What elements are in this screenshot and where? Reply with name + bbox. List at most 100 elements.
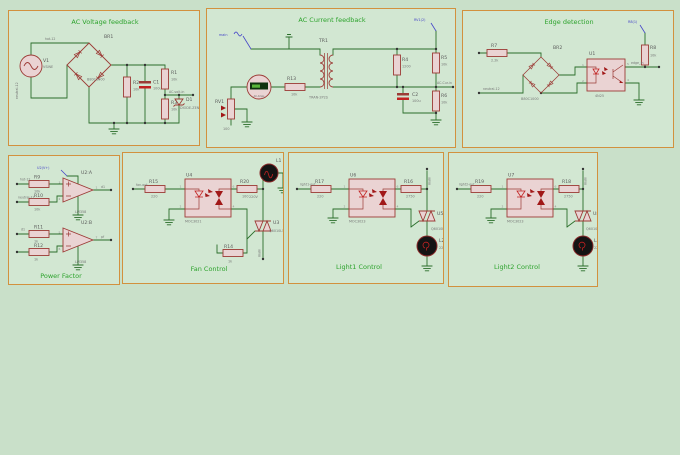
fan-lamp-l1[interactable]: L1 220V xyxy=(249,158,282,199)
u4-pin1: 1 xyxy=(180,185,182,189)
d1-val: DIODE-ZEN xyxy=(180,106,199,110)
u6-val: MOC3023 xyxy=(349,220,366,224)
wires xyxy=(477,32,661,106)
l2-ref: L2 xyxy=(439,238,443,244)
opamp-u2a[interactable]: U2:A LM358 3 2 1 xyxy=(59,170,98,214)
junction-dots xyxy=(395,47,455,115)
net-label-edge-in: edge_in xyxy=(631,61,643,65)
net-label-d1-out: d1 xyxy=(101,185,105,189)
u2b-pin7: 7 xyxy=(96,236,98,240)
optotriac-u7[interactable]: U7 MOC3023 1 2 6 4 xyxy=(502,173,557,224)
potentiometer-rv1[interactable]: RV1 100 xyxy=(215,98,235,131)
lamp-l3[interactable]: L3 22 xyxy=(572,235,597,257)
u4-pin4: 4 xyxy=(233,205,235,209)
r19-val: 220 xyxy=(477,195,483,199)
resistor-r15[interactable]: R15 220 xyxy=(144,179,166,199)
resistor-r5[interactable]: R5 10k xyxy=(432,52,448,74)
resistor-r16[interactable]: R16 2750 xyxy=(400,179,422,199)
r7-ref: R7 xyxy=(491,43,497,49)
r2-val: 10k xyxy=(133,88,139,92)
d1-ref: D1 xyxy=(186,97,193,103)
ground-icon xyxy=(577,265,589,272)
resistor-r4[interactable]: R4 1200 xyxy=(393,54,411,76)
net-label-ac-volt-in: AC-volt-in xyxy=(169,90,184,94)
resistor-r13[interactable]: R13 10k xyxy=(284,76,306,97)
triac-u5[interactable]: U5 Q6010L5 xyxy=(418,210,443,231)
ground-icon xyxy=(633,99,645,106)
r1-val: 10k xyxy=(171,78,177,82)
r11-val: 1k xyxy=(34,240,38,244)
u4-pin6: 6 xyxy=(233,185,235,189)
r10-val: 10k xyxy=(34,208,40,212)
optocoupler-u1[interactable]: U1 4N25 1 2 5 4 xyxy=(582,51,629,98)
resistor-r17[interactable]: R17 220 xyxy=(310,179,332,199)
power-label-u2: U2(V+) xyxy=(37,166,68,177)
u6-pin6: 6 xyxy=(397,185,399,189)
resistor-r10[interactable]: R10 10k xyxy=(28,193,50,212)
lamp-l2[interactable]: L2 22 xyxy=(416,235,443,257)
transformer-tr1[interactable]: TR1 TRAN-2P2S xyxy=(308,38,334,100)
resistor-r3[interactable]: R3 10k xyxy=(161,98,178,120)
resistor-r9[interactable]: R9 10k xyxy=(28,175,50,194)
opamp-u2b[interactable]: U2:B LM358 5 6 7 xyxy=(59,220,98,264)
triac-u3[interactable]: U3 Q6010L5 xyxy=(254,220,283,233)
capacitor-c2[interactable]: C2 100u xyxy=(397,92,421,103)
optotriac-u6[interactable]: U6 MOC3023 1 2 6 4 xyxy=(344,173,399,224)
bridge-rectifier-br1[interactable]: BR1 B80C1000 xyxy=(66,34,113,88)
u2a-pin3: 3 xyxy=(59,181,61,185)
u8-val: Q6010L5 xyxy=(586,227,597,231)
capacitor-c1[interactable]: C1 100u xyxy=(139,80,162,91)
tr1-val: TRAN-2P2S xyxy=(308,96,328,100)
u6-ref: U6 xyxy=(350,173,356,179)
panel-power-factor: U2(V+) R9 10k R10 10k U2:A LM358 3 2 1 R… xyxy=(8,155,120,285)
triac-u8[interactable]: U8 Q6010L5 xyxy=(574,210,597,231)
resistor-r8[interactable]: R8 10k xyxy=(641,44,657,66)
u2b-ref: U2:B xyxy=(81,220,92,226)
r8-val: 10k xyxy=(650,54,656,58)
resistor-r1[interactable]: R1 10k xyxy=(161,68,178,90)
panel-fan-control: R15 220 U4 MOC3021 1 2 6 4 R20 100 L1 22… xyxy=(122,152,284,284)
junction-dots xyxy=(295,167,429,191)
panel-light2-control: R19 220 U7 MOC3023 1 2 6 4 R18 2750 U8 Q… xyxy=(448,152,598,287)
power-label-r8: R8(1) xyxy=(628,20,646,34)
resistor-r12[interactable]: R12 1k xyxy=(28,243,50,262)
resistor-r19[interactable]: R19 220 xyxy=(470,179,492,199)
net-label-main: main xyxy=(258,249,262,257)
zener-diode-d1[interactable]: D1 DIODE-ZEN xyxy=(173,97,200,110)
resistor-r7[interactable]: R7 2.2k xyxy=(486,43,508,63)
r18-val: 2750 xyxy=(564,195,573,199)
ground-icon xyxy=(241,121,253,128)
resistor-r6[interactable]: R6 10k xyxy=(432,90,448,112)
u7-ref: U7 xyxy=(508,173,514,179)
ground-icon xyxy=(163,219,175,226)
u2a-val: LM358 xyxy=(75,210,86,214)
resistor-r20[interactable]: R20 100 xyxy=(236,179,258,199)
optotriac-u4[interactable]: U4 MOC3021 1 2 6 4 xyxy=(180,173,235,224)
panel-ac-voltage-feedback: AC Voltage feedback hot-12 neutral-12 V1… xyxy=(8,10,200,146)
r5-val: 10k xyxy=(441,63,447,67)
v1-ref: V1 xyxy=(43,58,49,64)
rv1-ref: RV1 xyxy=(215,99,224,105)
ground-icon xyxy=(485,217,497,224)
bridge-rectifier-br2[interactable]: BR2 B80C1000 xyxy=(521,45,562,101)
resistor-r14[interactable]: R14 1k xyxy=(222,244,244,264)
junction-dots xyxy=(15,182,113,254)
resistor-r11[interactable]: R11 1k xyxy=(28,225,50,244)
u3-val: Q6010L5 xyxy=(269,229,283,233)
voltage-source-v1[interactable]: V1 VSINE xyxy=(19,54,53,78)
br1-ref: BR1 xyxy=(104,34,113,40)
r12-ref: R12 xyxy=(34,243,43,249)
ground-icon xyxy=(421,265,433,272)
r1-ref: R1 xyxy=(171,70,177,76)
u6-pin4: 4 xyxy=(397,205,399,209)
u2a-ref: U2:A xyxy=(81,170,93,176)
resistor-r18[interactable]: R18 2750 xyxy=(558,179,580,199)
u7-pin2: 2 xyxy=(502,205,504,209)
ammeter[interactable]: AC Amps xyxy=(246,74,272,100)
u3-ref: U3 xyxy=(273,220,279,226)
u1-pin5: 5 xyxy=(627,62,629,66)
panel-title: AC Voltage feedback xyxy=(71,18,138,26)
u8-ref: U8 xyxy=(593,211,597,217)
resistor-r2[interactable]: R2 10k xyxy=(123,76,140,98)
tr1-ref: TR1 xyxy=(318,38,328,44)
